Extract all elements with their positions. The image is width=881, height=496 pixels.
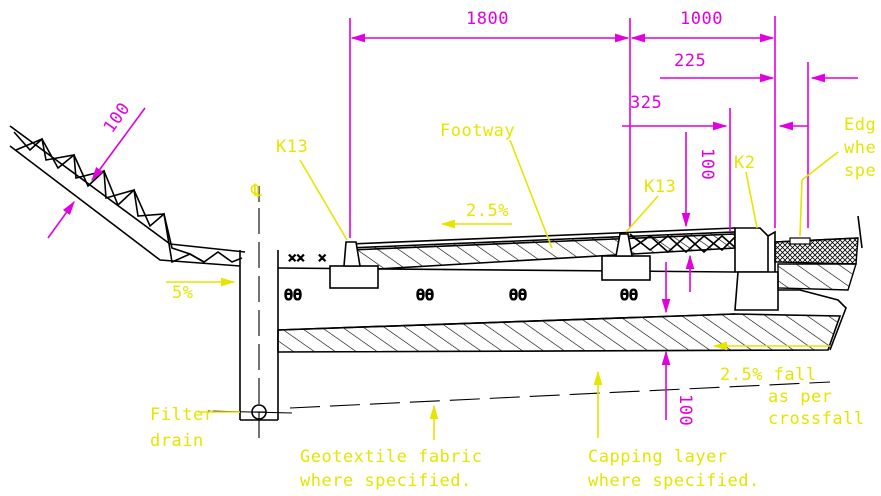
- label-geotextile-1: Geotextile fabric: [300, 447, 483, 467]
- label-filter-drain-2: drain: [150, 431, 204, 451]
- label-footway: Footway: [440, 121, 515, 141]
- dimension-lines: [47, 16, 858, 420]
- dim-1000: 1000: [680, 9, 723, 29]
- label-k2: K2: [734, 153, 755, 173]
- label-edge-1: Edg: [844, 115, 876, 135]
- label-capping-2: where specified.: [588, 471, 760, 491]
- footway-geogrid: [629, 233, 739, 254]
- label-filter-drain-1: Filter: [150, 405, 214, 425]
- kerb-k13-left: [329, 241, 379, 289]
- dim-100-kerb: 100: [697, 148, 717, 180]
- label-k13-left: K13: [276, 137, 308, 157]
- label-edge-2: whe: [844, 138, 876, 158]
- kerb-k13-right: [601, 233, 651, 281]
- label-geotextile-2: where specified.: [300, 471, 472, 491]
- svg-text:✕✕: ✕✕: [288, 250, 305, 266]
- label-fall-carriageway: 2.5% fall: [720, 365, 817, 385]
- label-edge-3: spe: [844, 161, 876, 181]
- label-as-per: as per: [768, 387, 832, 407]
- capping-layer: [277, 313, 842, 353]
- svg-text:ΘΘ: ΘΘ: [620, 286, 638, 304]
- embankment-slope: [9, 125, 246, 267]
- annotation-leaders: [166, 139, 839, 440]
- dim-325: 325: [630, 93, 662, 113]
- label-capping-1: Capping layer: [588, 447, 728, 467]
- kerb-k2: [734, 227, 779, 311]
- label-crossfall: crossfall: [768, 409, 865, 429]
- dim-1800: 1800: [466, 9, 509, 29]
- filter-drain: [207, 186, 293, 440]
- label-fall-verge: 5%: [172, 283, 193, 303]
- dim-100-slope: 100: [100, 99, 135, 137]
- svg-text:ΘΘ: ΘΘ: [284, 286, 302, 304]
- label-centreline: ℄: [250, 181, 262, 201]
- edge-line-marking: [789, 237, 811, 245]
- svg-text:ΘΘ: ΘΘ: [416, 286, 434, 304]
- carriageway-surfacing: [774, 215, 863, 351]
- label-k13-right: K13: [644, 177, 676, 197]
- dim-225: 225: [674, 51, 706, 71]
- svg-text:ΘΘ: ΘΘ: [509, 286, 527, 304]
- dim-100-capping: 100: [675, 394, 695, 426]
- svg-text:✕: ✕: [318, 250, 326, 266]
- label-fall-footway: 2.5%: [466, 201, 509, 221]
- geotextile-line: [289, 381, 831, 409]
- footway-surfacing: [346, 227, 736, 271]
- aggregate-symbols: ΘΘ ΘΘ ΘΘ ΘΘ ✕✕ ✕: [283, 249, 638, 304]
